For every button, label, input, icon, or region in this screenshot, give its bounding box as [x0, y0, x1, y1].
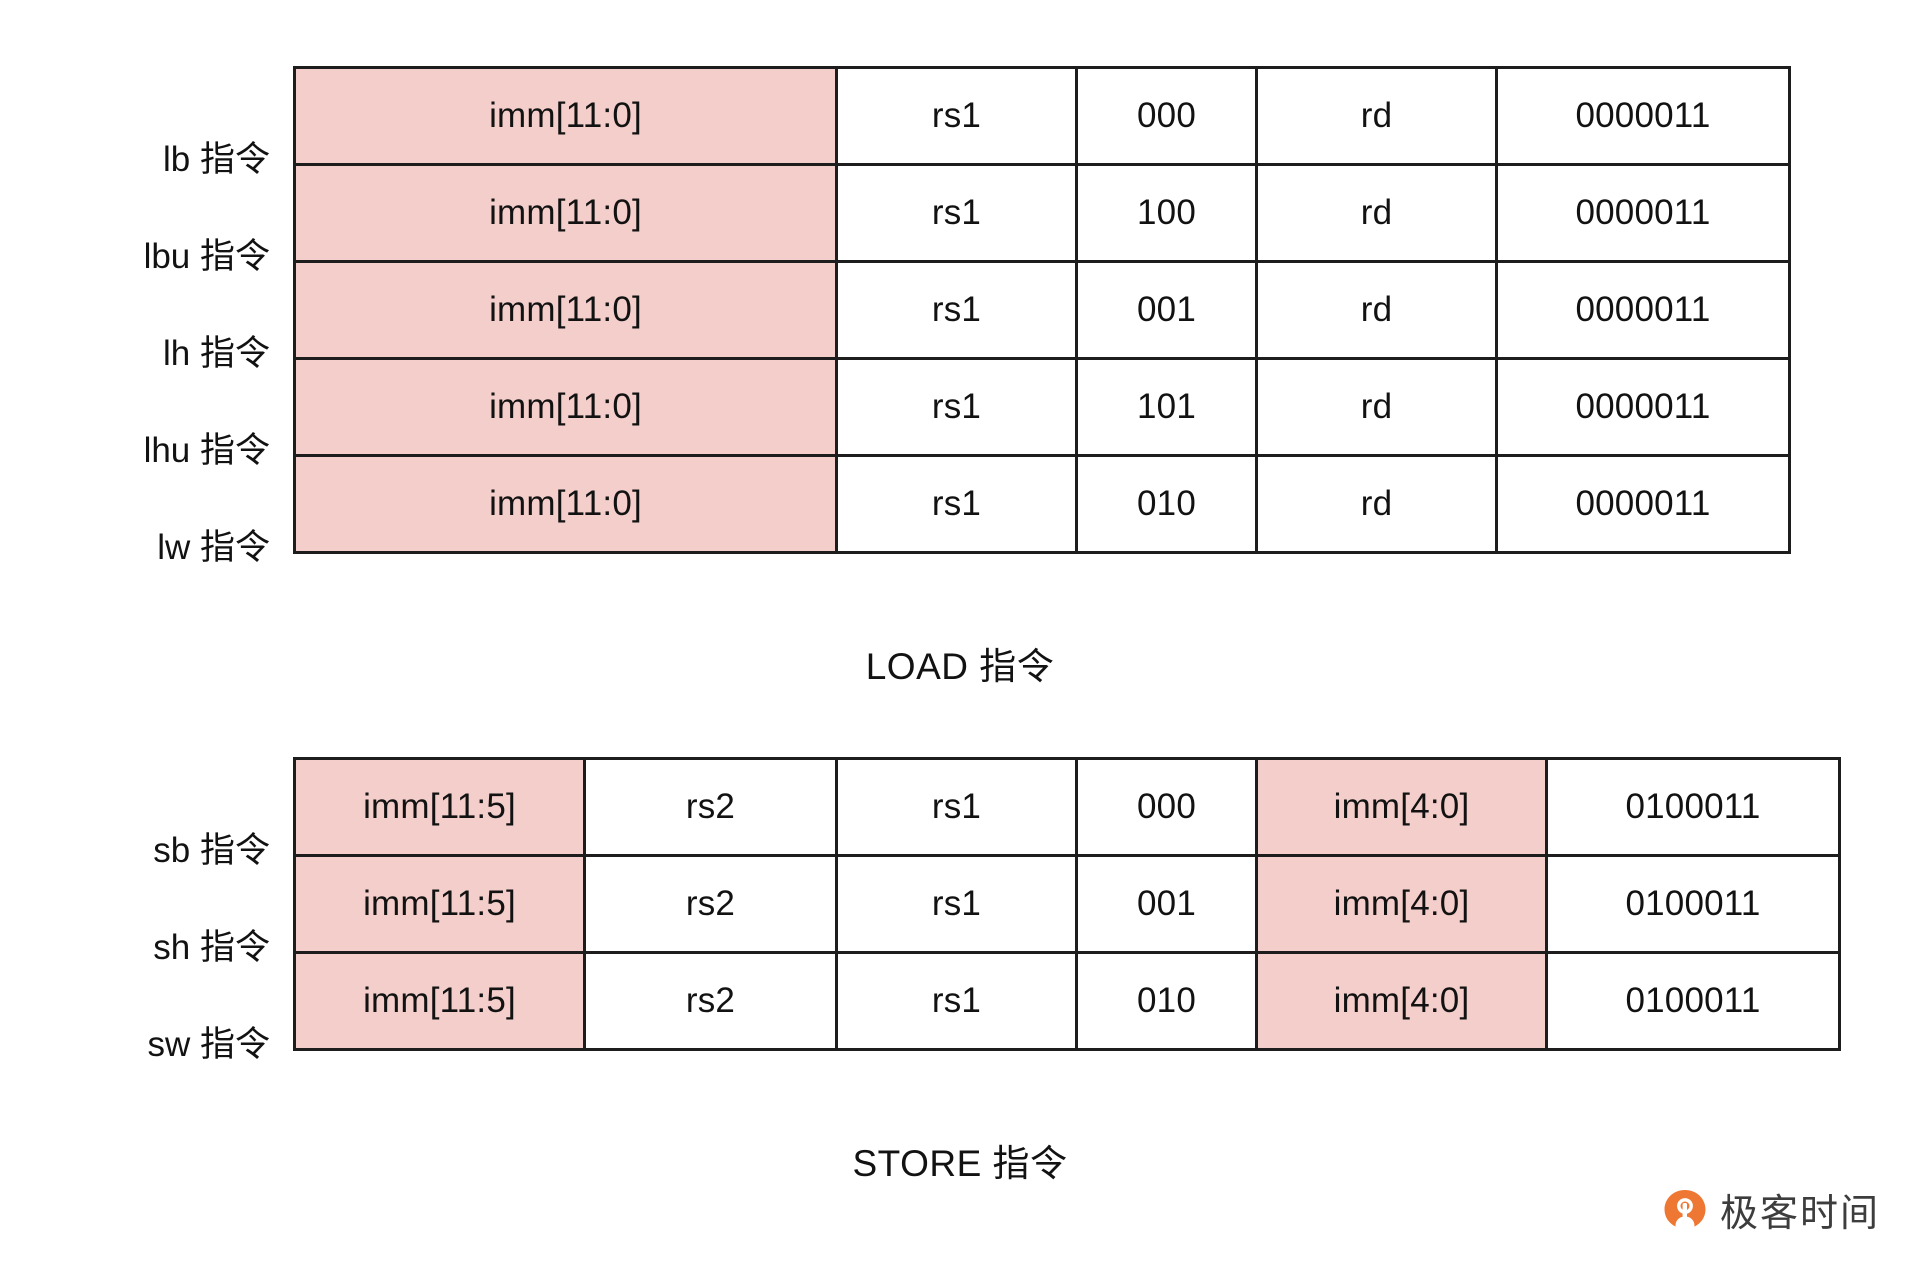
cell-imm-lo: imm[4:0] [1255, 854, 1548, 954]
load-encoding-table: imm[11:0] rs1 000 rd 0000011 imm[11:0] r… [293, 66, 1791, 554]
cell-rs1: rs1 [835, 854, 1078, 954]
cell-rd: rd [1255, 357, 1498, 457]
cell-funct3: 010 [1075, 454, 1258, 554]
table-row: imm[11:5] rs2 rs1 001 imm[4:0] 0100011 [293, 854, 1841, 954]
table-row: imm[11:5] rs2 rs1 000 imm[4:0] 0100011 [293, 757, 1841, 857]
row-label-sb: sb 指令 [153, 831, 270, 870]
cell-opcode: 0100011 [1545, 854, 1841, 954]
load-caption: LOAD 指令 [865, 646, 1055, 687]
cell-rs1: rs1 [835, 951, 1078, 1051]
cell-rs1: rs1 [835, 454, 1078, 554]
cell-imm: imm[11:0] [293, 357, 838, 457]
cell-imm: imm[11:0] [293, 66, 838, 166]
cell-rs1: rs1 [835, 66, 1078, 166]
table-row: imm[11:0] rs1 010 rd 0000011 [293, 454, 1791, 554]
table-row: imm[11:0] rs1 100 rd 0000011 [293, 163, 1791, 263]
geektime-watermark: 极客时间 [1662, 1182, 1880, 1237]
cell-opcode: 0000011 [1495, 260, 1791, 360]
cell-opcode: 0000011 [1495, 163, 1791, 263]
table-row: imm[11:0] rs1 001 rd 0000011 [293, 260, 1791, 360]
cell-rs2: rs2 [583, 854, 838, 954]
row-label-sh: sh 指令 [153, 928, 270, 967]
cell-opcode: 0000011 [1495, 357, 1791, 457]
cell-funct3: 101 [1075, 357, 1258, 457]
cell-rd: rd [1255, 454, 1498, 554]
table-row: imm[11:5] rs2 rs1 010 imm[4:0] 0100011 [293, 951, 1841, 1051]
cell-rs1: rs1 [835, 757, 1078, 857]
cell-funct3: 001 [1075, 854, 1258, 954]
geektime-logo-icon [1662, 1187, 1708, 1233]
cell-rs1: rs1 [835, 163, 1078, 263]
row-label-lh: lh 指令 [163, 334, 270, 373]
load-instruction-figure: lb 指令 lbu 指令 lh 指令 lhu 指令 lw 指令 imm[11:0… [0, 66, 1920, 687]
cell-rs2: rs2 [583, 951, 838, 1051]
cell-funct3: 000 [1075, 757, 1258, 857]
row-label-lhu: lhu 指令 [143, 431, 270, 470]
row-label-lw: lw 指令 [157, 528, 270, 567]
cell-imm: imm[11:0] [293, 454, 838, 554]
cell-opcode: 0000011 [1495, 454, 1791, 554]
cell-funct3: 100 [1075, 163, 1258, 263]
cell-imm-lo: imm[4:0] [1255, 757, 1548, 857]
table-row: imm[11:0] rs1 101 rd 0000011 [293, 357, 1791, 457]
cell-funct3: 000 [1075, 66, 1258, 166]
cell-imm-hi: imm[11:5] [293, 854, 586, 954]
store-instruction-figure: sb 指令 sh 指令 sw 指令 imm[11:5] rs2 rs1 000 … [0, 757, 1920, 1184]
cell-rd: rd [1255, 66, 1498, 166]
row-label-sw: sw 指令 [147, 1025, 270, 1064]
store-encoding-table: imm[11:5] rs2 rs1 000 imm[4:0] 0100011 i… [293, 757, 1841, 1051]
cell-rs1: rs1 [835, 260, 1078, 360]
cell-imm-lo: imm[4:0] [1255, 951, 1548, 1051]
cell-opcode: 0100011 [1545, 757, 1841, 857]
table-row: imm[11:0] rs1 000 rd 0000011 [293, 66, 1791, 166]
cell-imm: imm[11:0] [293, 163, 838, 263]
cell-rs1: rs1 [835, 357, 1078, 457]
geektime-watermark-text: 极客时间 [1719, 1191, 1880, 1235]
cell-rd: rd [1255, 260, 1498, 360]
cell-opcode: 0100011 [1545, 951, 1841, 1051]
cell-imm-hi: imm[11:5] [293, 951, 586, 1051]
store-caption: STORE 指令 [852, 1143, 1068, 1184]
cell-funct3: 010 [1075, 951, 1258, 1051]
row-label-lb: lb 指令 [163, 140, 270, 179]
cell-rd: rd [1255, 163, 1498, 263]
cell-opcode: 0000011 [1495, 66, 1791, 166]
row-label-lbu: lbu 指令 [143, 237, 270, 276]
cell-imm-hi: imm[11:5] [293, 757, 586, 857]
cell-funct3: 001 [1075, 260, 1258, 360]
cell-imm: imm[11:0] [293, 260, 838, 360]
cell-rs2: rs2 [583, 757, 838, 857]
